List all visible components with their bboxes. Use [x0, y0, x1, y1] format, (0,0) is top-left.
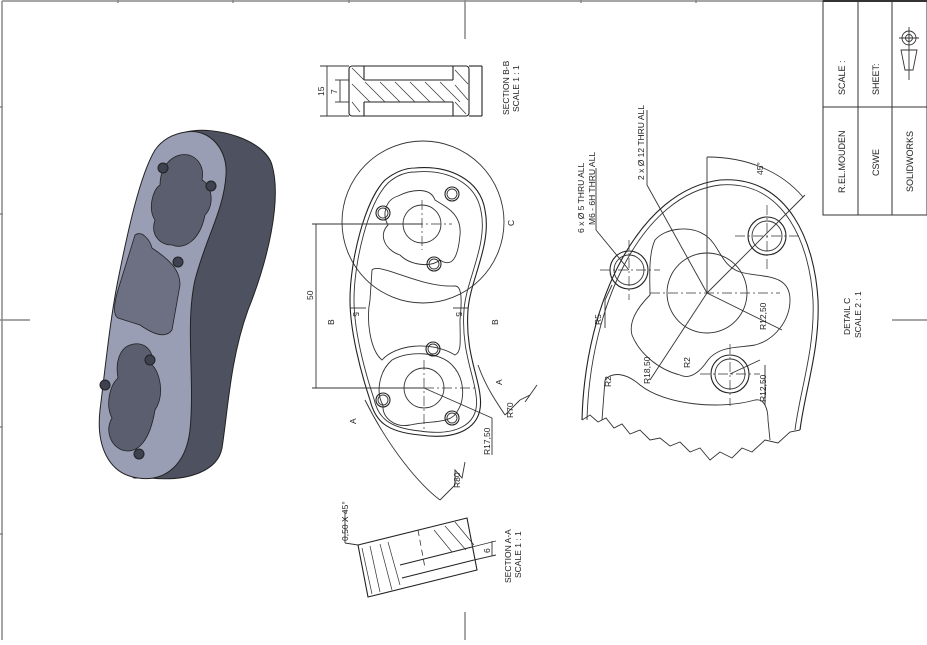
section-b-b-view: 15 7 SECTION B-B SCALE 1 : 1 — [316, 60, 521, 117]
author-name: R.EL.MOUDEN — [837, 130, 847, 193]
section-a-a-view: 0,50 X 45° 6 SECTION A-A SCALE 1 : 1 — [340, 501, 523, 598]
third-angle-projection-icon — [899, 27, 919, 80]
section-b-b-title: SECTION B-B — [501, 60, 511, 115]
software-name: SOLIDWORKS — [905, 131, 915, 192]
radius-r12-50-a: R12,50 — [758, 302, 768, 330]
front-view: C 50 — [305, 140, 538, 501]
radius-r18-50: R18,50 — [642, 356, 652, 384]
isometric-view — [98, 129, 276, 480]
section-b-marker-right: B — [490, 319, 500, 325]
detail-c-scale: SCALE 2 : 1 — [853, 291, 863, 338]
radius-r17-50: R17,50 — [482, 427, 492, 455]
section-b-marker-left: B — [326, 319, 336, 325]
dim-pocket-depth: 6 — [482, 548, 492, 553]
dim-overall-thickness: 15 — [316, 86, 326, 96]
section-a-a-title: SECTION A-A — [503, 529, 513, 583]
radius-r80: R80 — [452, 472, 462, 488]
scale-label: SCALE : — [837, 60, 847, 95]
chamfer-note: 0,50 X 45° — [340, 501, 350, 541]
threaded-hole-icon — [99, 162, 217, 460]
radius-r5: R5 — [593, 314, 603, 325]
dim-hole-spacing: 50 — [305, 290, 315, 300]
detail-c-label: C — [506, 220, 516, 226]
radius-r12-50-b: R12,50 — [758, 374, 768, 402]
radius-r70: R70 — [505, 402, 515, 418]
mounting-hole-icon — [375, 186, 460, 426]
sheet-label: SHEET: — [871, 63, 881, 95]
dim-wall-left: 5 — [351, 312, 361, 317]
hole-note-line1: 6 x Ø 5 THRU ALL — [576, 162, 586, 233]
radius-r2-b: R2 — [603, 376, 613, 387]
section-a-marker-right: A — [494, 379, 504, 385]
bore-note: 2 x Ø 12 THRU ALL — [636, 105, 646, 180]
angle-45: 45° — [755, 162, 765, 175]
section-a-a-scale: SCALE 1 : 1 — [513, 531, 523, 578]
title-block: R.EL.MOUDEN SCALE : CSWE SHEET: SOLIDWOR… — [822, 0, 927, 216]
dim-inner-thickness: 7 — [329, 89, 339, 94]
section-b-b-scale: SCALE 1 : 1 — [511, 65, 521, 112]
dim-wall-right: 5 — [454, 312, 464, 317]
organization-name: CSWE — [871, 149, 881, 176]
detail-c-circle — [341, 140, 505, 304]
detail-c-title: DETAIL C — [842, 298, 852, 335]
hole-note-line2: M6 - 6H THRU ALL — [587, 152, 597, 225]
radius-r2-a: R2 — [682, 357, 692, 368]
section-a-marker-left: A — [348, 418, 358, 424]
detail-c-view: 45° 2 x Ø 12 THRU ALL 6 x Ø 5 THRU ALL M… — [576, 105, 863, 461]
